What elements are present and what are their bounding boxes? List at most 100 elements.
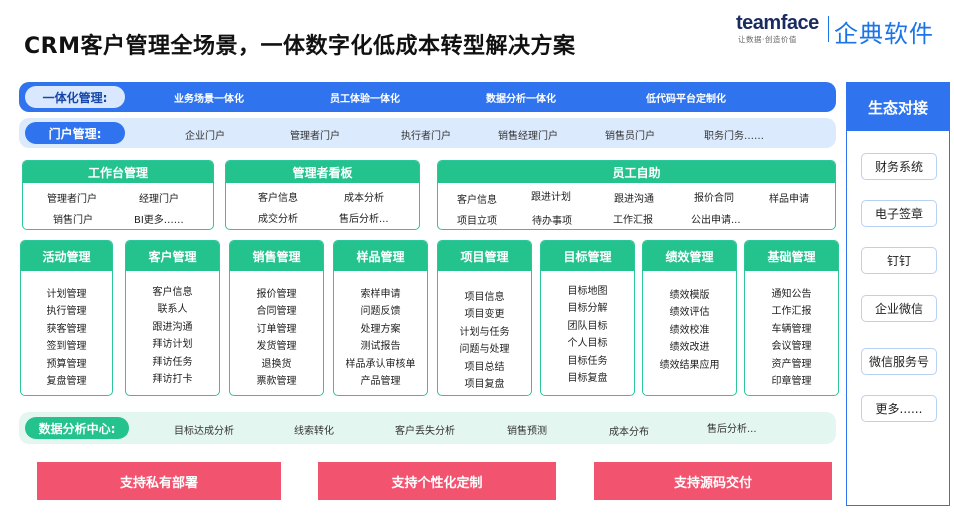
module-sample: 样品管理 索样申请 问题反馈 处理方案 测试报告 样品承认审核单 产品管理 bbox=[333, 240, 428, 396]
portal-item: 执行者门户 bbox=[401, 131, 451, 142]
module-item: 订单管理 bbox=[256, 323, 297, 335]
module-item: 发货管理 bbox=[256, 341, 297, 353]
dashboard-item: 客户信息 bbox=[258, 193, 298, 204]
self-service-item: 公出申请... bbox=[691, 215, 741, 226]
module-item: 计划管理 bbox=[46, 289, 87, 300]
module-title: 基础管理 bbox=[745, 241, 838, 271]
module-project: 项目管理 项目信息 项目变更 计划与任务 问题与处理 项目总结 项目复盘 bbox=[437, 240, 532, 396]
module-item: 个人目标 bbox=[567, 338, 608, 350]
module-sales: 销售管理 报价管理 合同管理 订单管理 发货管理 退换货 票款管理 bbox=[229, 240, 324, 396]
module-title: 项目管理 bbox=[438, 241, 531, 271]
module-item: 项目总结 bbox=[464, 361, 505, 373]
data-center-bar: 数据分析中心: 目标达成分析 线索转化 客户丢失分析 销售预测 成本分布 售后分… bbox=[19, 412, 836, 444]
module-title: 目标管理 bbox=[541, 241, 634, 271]
data-center-item: 客户丢失分析 bbox=[395, 426, 455, 437]
module-item: 问题与处理 bbox=[459, 344, 510, 356]
module-item: 团队目标 bbox=[567, 320, 608, 332]
ecosystem-item-dingtalk[interactable]: 钉钉 bbox=[861, 247, 937, 274]
module-item: 执行管理 bbox=[46, 306, 87, 318]
module-title: 样品管理 bbox=[334, 241, 427, 271]
ecosystem-item-more[interactable]: 更多...... bbox=[861, 395, 937, 422]
portal-item: 管理者门户 bbox=[290, 131, 340, 142]
module-title: 活动管理 bbox=[21, 241, 112, 271]
self-service-item: 样品申请 bbox=[769, 194, 809, 205]
self-service-panel: 员工自助 客户信息 跟进计划 跟进沟通 报价合同 样品申请 项目立项 待办事项 … bbox=[437, 160, 836, 230]
module-item: 绩效模版 bbox=[669, 290, 710, 301]
module-goal: 目标管理 目标地图 目标分解 团队目标 个人目标 目标任务 目标复盘 bbox=[540, 240, 635, 396]
module-item: 目标地图 bbox=[567, 286, 608, 297]
module-item: 客户信息 bbox=[152, 287, 193, 298]
data-center-tag: 数据分析中心: bbox=[25, 417, 129, 439]
module-item: 复盘管理 bbox=[46, 376, 87, 388]
data-center-item: 销售预测 bbox=[507, 426, 547, 437]
module-item: 通知公告 bbox=[771, 289, 812, 300]
portal-item: 企业门户 bbox=[185, 131, 225, 142]
module-activity: 活动管理 计划管理 执行管理 获客管理 签到管理 预算管理 复盘管理 bbox=[20, 240, 113, 396]
integration-item: 员工体验一体化 bbox=[330, 94, 400, 105]
module-item: 退换货 bbox=[261, 358, 292, 370]
self-service-item: 工作汇报 bbox=[613, 215, 653, 226]
module-item: 项目变更 bbox=[464, 309, 505, 321]
logo-cn-name: 企典软件 bbox=[834, 20, 934, 48]
module-title: 绩效管理 bbox=[643, 241, 736, 271]
self-service-item: 待办事项 bbox=[532, 216, 572, 227]
dashboard-panel: 管理者看板 客户信息 成本分析 成交分析 售后分析... bbox=[225, 160, 420, 230]
module-title: 销售管理 bbox=[230, 241, 323, 271]
module-item: 项目复盘 bbox=[464, 379, 505, 391]
ecosystem-panel: 生态对接 财务系统 电子签章 钉钉 企业微信 微信服务号 更多...... bbox=[846, 82, 950, 506]
integration-bar: 一体化管理: 业务场景一体化 员工体验一体化 数据分析一体化 低代码平台定制化 bbox=[19, 82, 836, 112]
logo-brand: teamface bbox=[736, 12, 819, 34]
integration-item: 低代码平台定制化 bbox=[646, 94, 726, 105]
ecosystem-item-finance[interactable]: 财务系统 bbox=[861, 153, 937, 180]
integration-item: 数据分析一体化 bbox=[486, 94, 556, 105]
module-item: 绩效评估 bbox=[669, 307, 710, 319]
module-performance: 绩效管理 绩效模版 绩效评估 绩效校准 绩效改进 绩效结果应用 bbox=[642, 240, 737, 396]
module-item: 车辆管理 bbox=[771, 323, 812, 335]
module-title: 客户管理 bbox=[126, 241, 219, 271]
self-service-item: 跟进计划 bbox=[531, 192, 571, 203]
portal-tag: 门户管理: bbox=[25, 122, 125, 144]
module-item: 会议管理 bbox=[771, 341, 812, 353]
module-item: 绩效校准 bbox=[669, 324, 710, 336]
data-center-item: 售后分析... bbox=[707, 424, 757, 435]
module-item: 获客管理 bbox=[46, 323, 87, 335]
dashboard-item: 成本分析 bbox=[344, 193, 384, 204]
module-item: 目标任务 bbox=[567, 355, 608, 367]
module-basic: 基础管理 通知公告 工作汇报 车辆管理 会议管理 资产管理 印章管理 bbox=[744, 240, 839, 396]
self-service-item: 项目立项 bbox=[457, 216, 497, 227]
self-service-item: 报价合同 bbox=[694, 193, 734, 204]
data-center-item: 线索转化 bbox=[294, 426, 334, 437]
module-item: 项目信息 bbox=[464, 292, 505, 303]
module-item: 绩效结果应用 bbox=[659, 359, 720, 371]
ecosystem-item-wechat-service[interactable]: 微信服务号 bbox=[861, 348, 937, 375]
module-item: 测试报告 bbox=[360, 341, 401, 353]
self-service-item: 客户信息 bbox=[457, 195, 497, 206]
source-code-button[interactable]: 支持源码交付 bbox=[594, 462, 832, 500]
module-item: 报价管理 bbox=[256, 289, 297, 300]
module-item: 拜访打卡 bbox=[152, 374, 193, 386]
self-service-item: 跟进沟通 bbox=[614, 194, 654, 205]
module-item: 预算管理 bbox=[46, 358, 87, 370]
ecosystem-item-esign[interactable]: 电子签章 bbox=[861, 200, 937, 227]
module-item: 索样申请 bbox=[360, 289, 401, 300]
private-deploy-button[interactable]: 支持私有部署 bbox=[37, 462, 281, 500]
portal-item: 销售员门户 bbox=[605, 131, 655, 142]
dashboard-title: 管理者看板 bbox=[226, 161, 419, 183]
module-item: 问题反馈 bbox=[360, 306, 401, 318]
workbench-panel: 工作台管理 管理者门户 经理门户 销售门户 BI更多…… bbox=[22, 160, 214, 230]
integration-item: 业务场景一体化 bbox=[174, 94, 244, 105]
logo-tagline: 让数据·创造价值 bbox=[738, 35, 797, 44]
module-item: 拜访计划 bbox=[152, 339, 193, 351]
module-item: 绩效改进 bbox=[669, 342, 710, 354]
dashboard-item: 成交分析 bbox=[258, 214, 298, 225]
custom-build-button[interactable]: 支持个性化定制 bbox=[318, 462, 556, 500]
ecosystem-item-wecom[interactable]: 企业微信 bbox=[861, 295, 937, 322]
module-item: 票款管理 bbox=[256, 376, 297, 388]
module-item: 拜访任务 bbox=[152, 356, 193, 368]
module-item: 签到管理 bbox=[46, 341, 87, 353]
data-center-item: 成本分布 bbox=[609, 427, 649, 438]
workbench-item: 经理门户 bbox=[139, 194, 179, 205]
workbench-item: 销售门户 bbox=[53, 215, 93, 226]
brand-logo: teamface 让数据·创造价值 企典软件 bbox=[736, 12, 941, 48]
integration-tag: 一体化管理: bbox=[25, 86, 125, 108]
